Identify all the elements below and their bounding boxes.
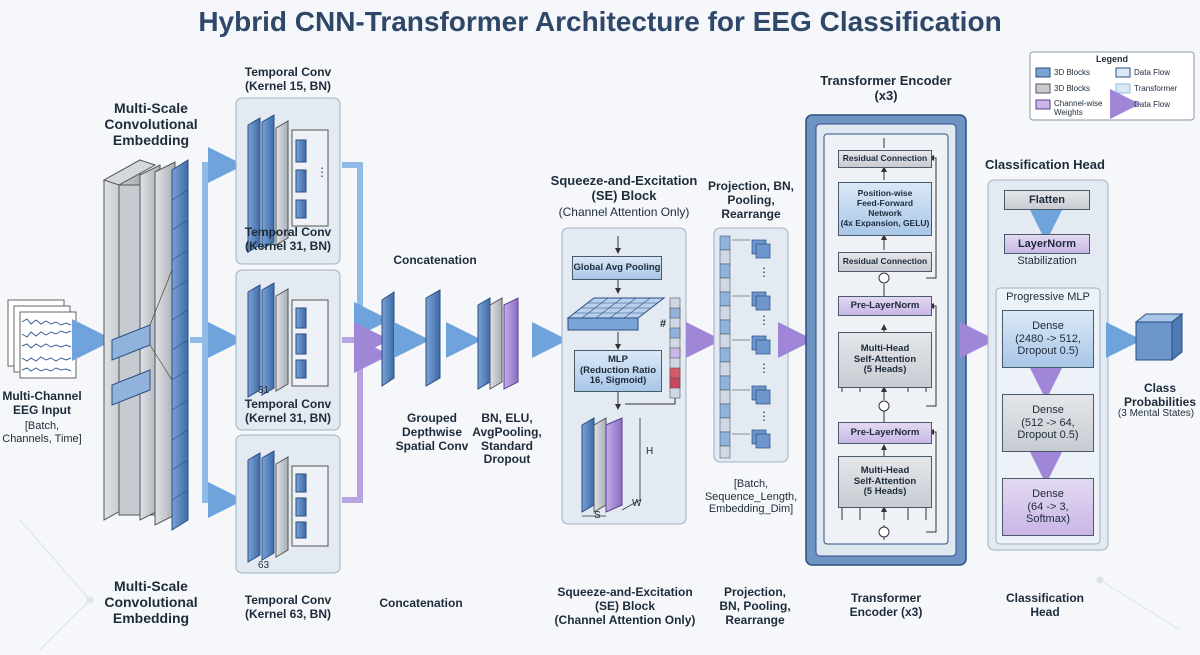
temporal-k15-label: Temporal Conv (Kernel 15, BN) (244, 65, 332, 93)
progressive-mlp-label: Progressive MLP (1006, 291, 1090, 303)
se-dim-s: S (594, 510, 601, 521)
legend-item-3d-blocks-gray: 3D Blocks (1054, 84, 1091, 93)
se-subtitle: (Channel Attention Only) (558, 205, 690, 219)
concat-label-bottom: Concatenation (379, 596, 463, 610)
layernorm-block: LayerNorm (1004, 234, 1090, 254)
dense-block-2: Dense (512 -> 64, Dropout 0.5) (1002, 394, 1094, 452)
merge-arrows (342, 162, 390, 503)
projection-label-bottom: Projection, BN, Pooling, Rearrange (719, 585, 791, 627)
temporal-dim-31: 31 (258, 385, 270, 396)
se-hash: # (659, 318, 667, 330)
temporal-panel-2 (235, 269, 341, 431)
se-dim-h: H (646, 446, 654, 457)
multi-head-attention-2: Multi-Head Self-Attention (5 Heads) (838, 456, 932, 508)
projection-shape: [Batch, Sequence_Length, Embedding_Dim] (704, 478, 798, 516)
grouped-conv-block (425, 289, 441, 387)
projection-panel: ⋮ ⋮ ⋮ ⋮ (713, 227, 789, 463)
embedding-label-bottom: Multi-Scale Convolutional Embedding (104, 578, 198, 627)
flatten-block: Flatten (1004, 190, 1090, 210)
background-network (19, 519, 1181, 651)
temporal-panel-1: ⋮ (235, 97, 341, 265)
output-cube (1134, 312, 1184, 362)
feed-forward-network: Position-wise Feed-Forward Network (4x E… (838, 182, 932, 236)
head-title: Classification Head (985, 157, 1105, 172)
residual-connection-top: Residual Connection (838, 150, 932, 168)
head-label-bottom: Classification Head (1005, 591, 1085, 619)
input-label: Multi-Channel EEG Input (2, 389, 82, 417)
embedding-block (102, 159, 189, 531)
branch-arrows (190, 147, 244, 518)
legend-item-3d-blocks-blue: 3D Blocks (1054, 68, 1091, 77)
embedding-label-top: Multi-Scale Convolutional Embedding (104, 100, 198, 149)
svg-text:⋮: ⋮ (316, 165, 328, 179)
stabilization-label: Stabilization (1017, 255, 1077, 267)
svg-text:⋮: ⋮ (758, 361, 770, 375)
legend-item-data-flow-2: Data Flow (1134, 100, 1171, 109)
legend-item-channel-weights: Channel-wise Weights (1054, 99, 1103, 118)
legend-item-transformer: Transformer (1134, 84, 1178, 93)
residual-connection-mid: Residual Connection (838, 252, 932, 272)
output-sub: (3 Mental States) (1117, 408, 1195, 419)
temporal-k63-label: Temporal Conv (Kernel 63, BN) (244, 593, 332, 621)
output-label: Class Probabilities (1123, 381, 1197, 409)
svg-text:⋮: ⋮ (758, 409, 770, 423)
legend-title: Legend (1095, 54, 1128, 64)
se-mlp: MLP (Reduction Ratio 16, Sigmoid) (574, 350, 662, 392)
dense-block-3: Dense (64 -> 3, Softmax) (1002, 478, 1094, 536)
temporal-k31b-label: Temporal Conv (Kernel 31, BN) (244, 397, 332, 425)
se-label-bottom: Squeeze-and-Excitation (SE) Block (Chann… (554, 585, 696, 627)
temporal-dim-63: 63 (258, 560, 270, 571)
grouped-conv-label: Grouped Depthwise Spatial Conv (395, 411, 469, 453)
svg-text:⋮: ⋮ (758, 313, 770, 327)
eeg-input-stack (7, 299, 77, 379)
bn-label: BN, ELU, AvgPooling, Standard Dropout (472, 411, 542, 467)
projection-title: Projection, BN, Pooling, Rearrange (707, 179, 794, 221)
legend-item-data-flow: Data Flow (1134, 68, 1171, 77)
page-title: Hybrid CNN-Transformer Architecture for … (198, 6, 1002, 37)
se-title: Squeeze-and-Excitation (SE) Block (550, 173, 698, 203)
temporal-panel-3 (235, 434, 341, 574)
dense-block-1: Dense (2480 -> 512, Dropout 0.5) (1002, 310, 1094, 368)
multi-head-attention-1: Multi-Head Self-Attention (5 Heads) (838, 332, 932, 388)
concat-block (381, 291, 395, 387)
se-global-avg-pooling: Global Avg Pooling (572, 256, 662, 280)
input-shape: [Batch, Channels, Time] (2, 420, 82, 445)
pre-layernorm-1: Pre-LayerNorm (838, 296, 932, 316)
transformer-label-bottom: Transformer Encoder (x3) (849, 591, 923, 619)
temporal-k31-label: Temporal Conv (Kernel 31, BN) (244, 225, 332, 253)
legend-box (1029, 51, 1195, 121)
pre-layernorm-2: Pre-LayerNorm (838, 422, 932, 444)
se-dim-w: W (632, 498, 642, 509)
bn-stack (477, 297, 519, 390)
concat-label-top: Concatenation (393, 253, 477, 267)
transformer-title: Transformer Encoder (x3) (820, 73, 952, 103)
svg-text:⋮: ⋮ (758, 265, 770, 279)
